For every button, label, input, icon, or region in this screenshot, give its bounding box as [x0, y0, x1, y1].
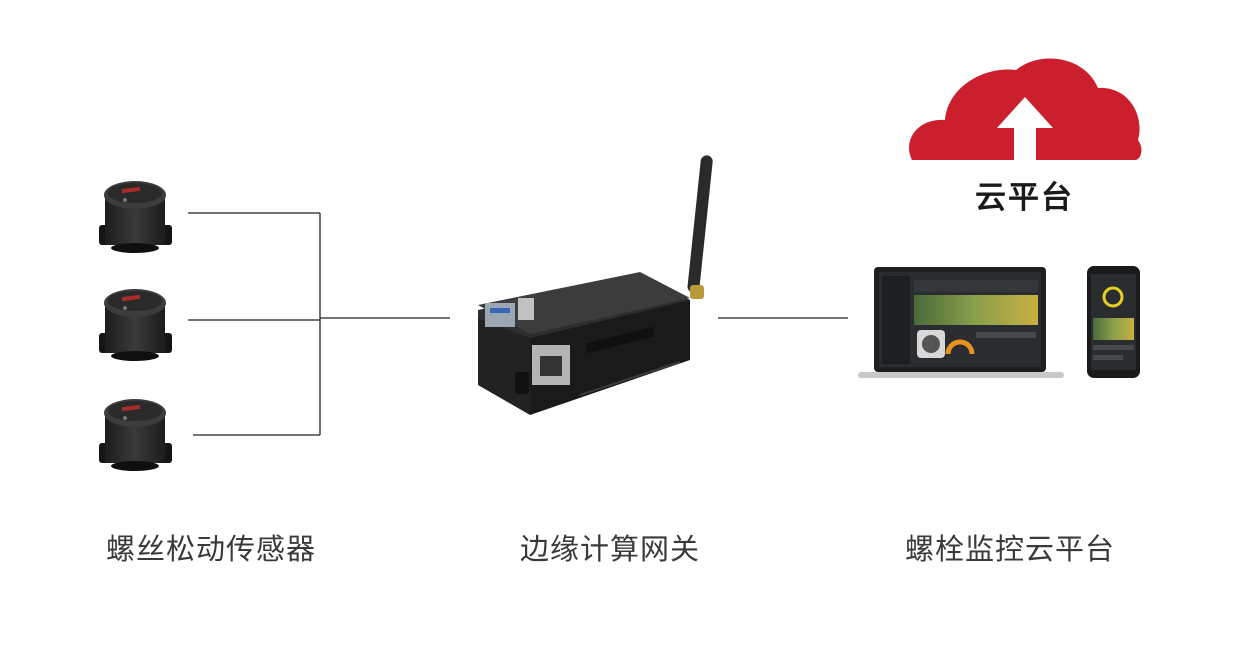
gateway-label: 边缘计算网关: [520, 532, 701, 566]
sensor-icon: [99, 181, 172, 253]
arrow-up-icon: [997, 97, 1053, 162]
usb-port-icon: [485, 303, 515, 327]
sensor-icon: [99, 399, 172, 471]
gateway-device-icon: [478, 155, 713, 415]
connection-lines: [188, 212, 848, 436]
cloud-icon: [908, 58, 1142, 162]
antenna-icon: [687, 155, 713, 293]
sensor-icon: [99, 289, 172, 361]
sensor-label: 螺丝松动传感器: [106, 532, 317, 566]
laptop-icon: [858, 267, 1064, 378]
phone-icon: [1087, 266, 1140, 378]
cloud-label: 云平台: [975, 180, 1074, 216]
platform-label: 螺栓监控云平台: [905, 532, 1116, 566]
